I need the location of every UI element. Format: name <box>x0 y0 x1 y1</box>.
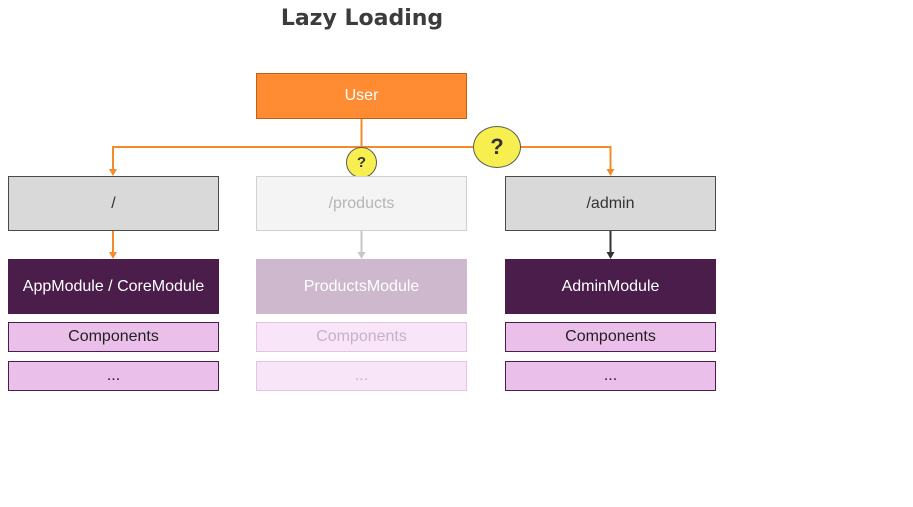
more-box: ... <box>8 361 219 391</box>
diagram-title: Lazy Loading <box>280 6 444 31</box>
arrowhead-root-module <box>109 252 117 259</box>
arrowhead-products-module <box>357 252 366 259</box>
components-box: Components <box>505 322 716 352</box>
route-products: /products <box>256 176 467 231</box>
route-root: / <box>8 176 219 231</box>
question-mark-small: ? <box>346 147 377 178</box>
question-mark-large: ? <box>473 126 521 168</box>
admin-module-box: AdminModule <box>505 259 716 314</box>
app-core-module-box: AppModule / CoreModule <box>8 259 219 314</box>
more-box: ... <box>505 361 716 391</box>
arrowhead-admin-module <box>606 252 615 259</box>
user-box: User <box>256 73 467 119</box>
arrowhead-root <box>109 169 117 176</box>
components-box: Components <box>256 322 467 352</box>
route-admin: /admin <box>505 176 716 231</box>
components-box: Components <box>8 322 219 352</box>
products-module-box: ProductsModule <box>256 259 467 314</box>
arrowhead-admin <box>606 169 615 176</box>
more-box: ... <box>256 361 467 391</box>
